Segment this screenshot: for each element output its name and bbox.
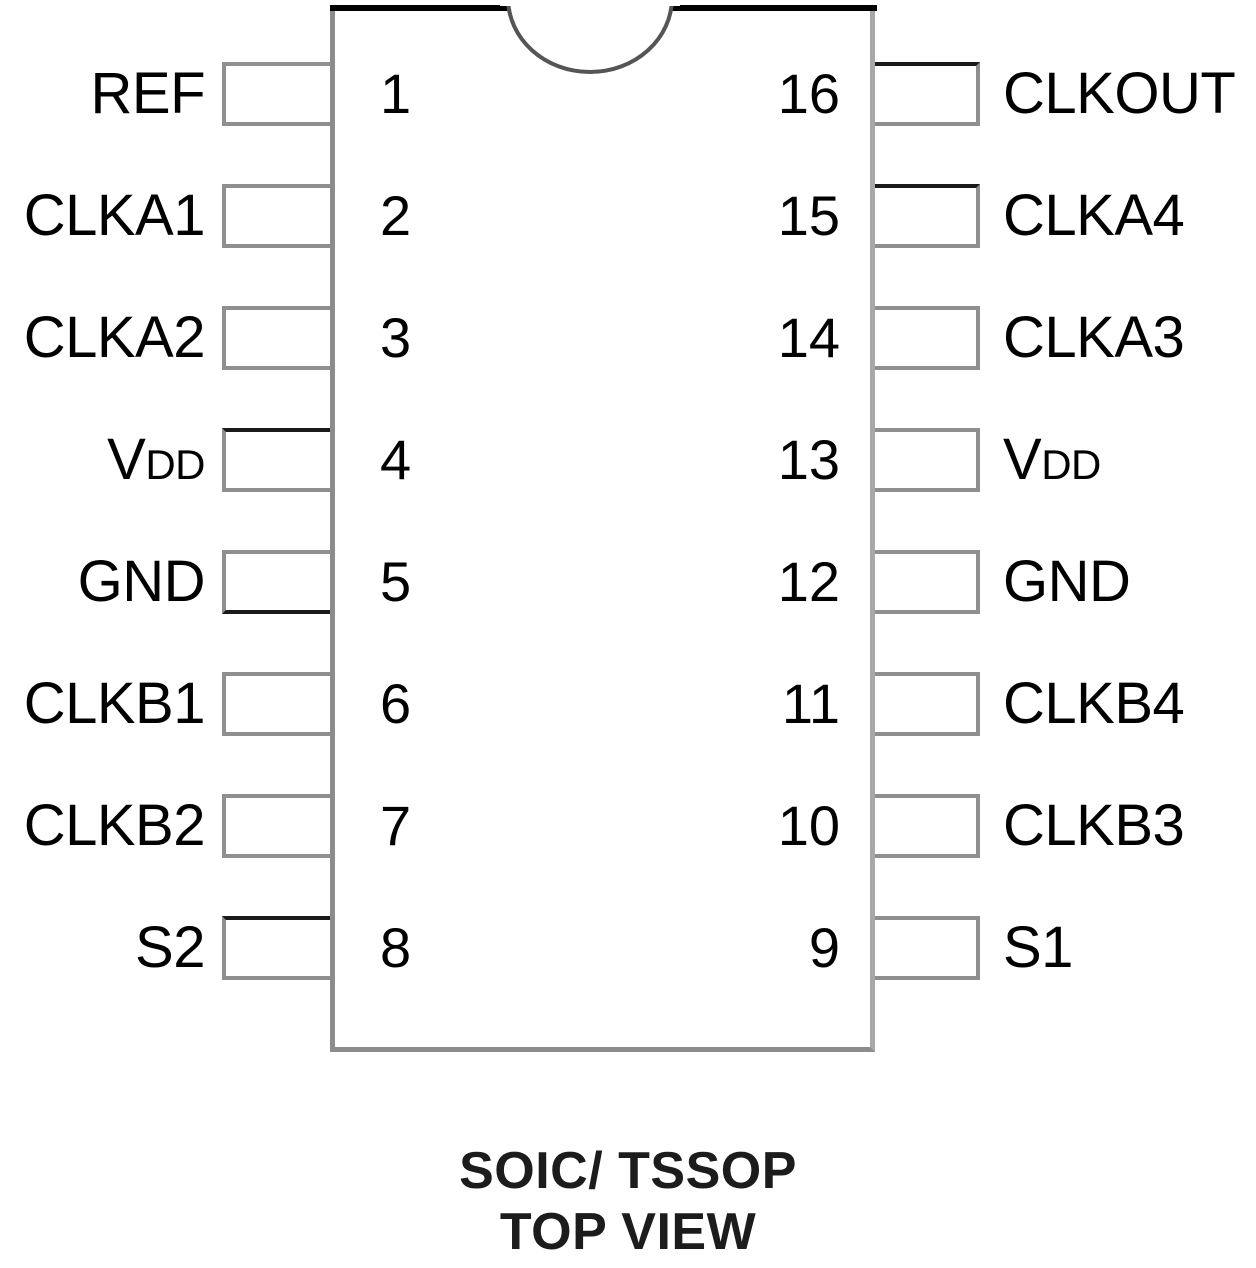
pin-rect-5 — [222, 550, 330, 614]
notch-mask — [500, 0, 680, 6]
pin-number-13: 13 — [777, 428, 840, 491]
pin-label-8: S2 — [135, 916, 205, 980]
pin-label-text: CLKA2 — [23, 305, 206, 370]
pin-label-2: CLKA1 — [23, 183, 206, 248]
pin-number-12: 12 — [777, 550, 840, 613]
pin-label-16: CLKOUT — [1003, 61, 1236, 126]
pin-number-2: 2 — [380, 184, 412, 247]
pin-label-subscript: DD — [1041, 441, 1101, 488]
package-caption-line-1: SOIC/ TSSOP — [459, 1142, 797, 1200]
pin-number-10: 10 — [777, 794, 840, 857]
pin-label-text: REF — [90, 61, 206, 126]
pin-label-15: CLKA4 — [1003, 183, 1185, 248]
pin-label-text: V — [1003, 427, 1042, 492]
pin-label-text: GND — [1003, 549, 1131, 614]
pin-label-text: CLKA1 — [23, 183, 206, 248]
pin-label-text: CLKA4 — [1003, 183, 1185, 248]
pin-label-14: CLKA3 — [1003, 305, 1185, 370]
pin-number-9: 9 — [808, 916, 840, 979]
pin-label-subscript: DD — [145, 441, 205, 488]
pin-label-text: CLKB1 — [23, 671, 206, 736]
pin-rect-10 — [872, 794, 980, 858]
pin-label-9: S1 — [1003, 916, 1073, 980]
pin-rect-16 — [872, 62, 980, 126]
pin-rect-7 — [222, 794, 330, 858]
pin-rect-9 — [872, 916, 980, 980]
package-caption-line-2: TOP VIEW — [499, 1203, 757, 1261]
pin-label-text: CLKOUT — [1003, 61, 1236, 126]
pin-label-text: V — [107, 427, 146, 492]
pin-rect-6 — [222, 672, 330, 736]
pin-rect-11 — [872, 672, 980, 736]
chip-body-outline — [330, 5, 875, 1052]
chip-top-edge-left — [330, 5, 510, 11]
pin-number-14: 14 — [777, 306, 840, 369]
pin-number-1: 1 — [380, 62, 412, 125]
pin-number-16: 16 — [777, 62, 840, 125]
pin-label-4: VDD — [107, 428, 205, 497]
pin-rect-15 — [872, 184, 980, 248]
pin-rect-14 — [872, 306, 980, 370]
pin-number-7: 7 — [380, 794, 412, 857]
pin-label-text: CLKB3 — [1003, 793, 1185, 858]
pin-label-13: VDD — [1003, 428, 1101, 497]
pin-number-8: 8 — [380, 916, 412, 979]
pin-label-text: CLKB2 — [23, 793, 206, 858]
pin-rect-1 — [222, 62, 330, 126]
pin-label-text: S2 — [135, 915, 205, 980]
pin-rect-2 — [222, 184, 330, 248]
pin-label-text: CLKA3 — [1003, 305, 1185, 370]
pin-rect-3 — [222, 306, 330, 370]
pin-number-15: 15 — [777, 184, 840, 247]
pin-number-4: 4 — [380, 428, 412, 491]
pin-rect-4 — [222, 428, 330, 492]
pin-label-11: CLKB4 — [1003, 671, 1185, 736]
pin-label-10: CLKB3 — [1003, 793, 1185, 858]
pin-label-6: CLKB1 — [23, 671, 206, 736]
pin-number-5: 5 — [380, 550, 412, 613]
pin-label-text: GND — [77, 549, 206, 614]
pin-number-6: 6 — [380, 672, 412, 735]
pin-label-text: CLKB4 — [1003, 671, 1185, 736]
pin-label-1: REF — [91, 62, 206, 126]
pin-rect-13 — [872, 428, 980, 492]
pin-label-text: S1 — [1003, 915, 1073, 980]
pin-label-12: GND — [1003, 549, 1131, 614]
pin-label-3: CLKA2 — [23, 305, 206, 370]
pin-number-11: 11 — [781, 672, 840, 735]
chip-top-edge-right — [670, 5, 877, 11]
pin-label-5: GND — [77, 549, 206, 614]
pin-label-7: CLKB2 — [23, 793, 206, 858]
pin-number-3: 3 — [380, 306, 412, 369]
pin-rect-12 — [872, 550, 980, 614]
pin-rect-8 — [222, 916, 330, 980]
